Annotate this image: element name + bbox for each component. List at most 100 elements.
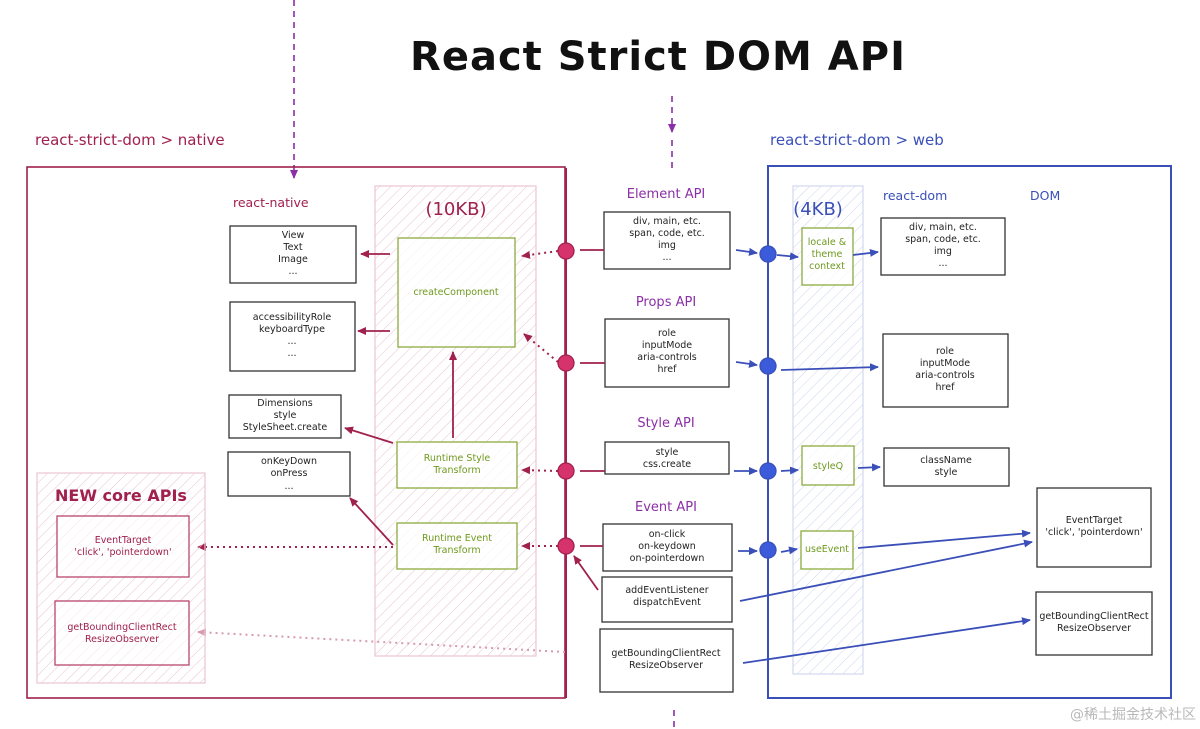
create-component-label: createComponent: [413, 287, 499, 298]
dom-label: DOM: [1030, 188, 1060, 203]
dom-bounding-line: ResizeObserver: [1057, 623, 1131, 634]
native-props-node: [557, 354, 575, 372]
bounding-api-line: getBoundingClientRect: [611, 648, 720, 659]
listener-to-event-target-arrow: [739, 539, 1033, 602]
web-section-label: react-strict-dom > web: [770, 131, 944, 149]
props-api-box: role inputMode aria-controls href: [604, 318, 730, 388]
dom-bounding-line: getBoundingClientRect: [1039, 611, 1148, 622]
rn-components-line: View: [282, 230, 305, 241]
rn-components-line: Image: [278, 254, 308, 265]
new-bounding-box: getBoundingClientRect ResizeObserver: [54, 600, 190, 666]
styleq-box: styleQ: [801, 445, 855, 486]
rn-events-box: onKeyDown onPress ...: [227, 451, 351, 497]
runtime-event-line: Runtime Event: [422, 533, 492, 544]
props-api-line: href: [658, 364, 678, 375]
rn-style-line: StyleSheet.create: [243, 422, 328, 433]
dom-elements-line: span, code, etc.: [905, 234, 981, 245]
native-section-label: react-strict-dom > native: [35, 131, 225, 149]
dom-style-line: className: [920, 455, 972, 466]
rn-style-box: Dimensions style StyleSheet.create: [228, 394, 342, 439]
native-element-node: [557, 242, 575, 260]
style-to-runtime-style-arrow: [521, 466, 559, 475]
event-listener-api-box: addEventListener dispatchEvent: [601, 576, 733, 623]
dom-elements-line: img: [934, 246, 952, 257]
props-api-line: aria-controls: [637, 352, 697, 363]
props-api-line: role: [658, 328, 676, 339]
use-event-to-event-target-arrow: [857, 529, 1031, 549]
listener-api-native-arrow: [573, 555, 599, 591]
event-api-line: on-pointerdown: [630, 553, 705, 564]
web-node-to-locale-arrow: [776, 252, 799, 261]
rn-components-line: ...: [288, 266, 297, 277]
props-to-dom-props-arrow: [780, 363, 879, 372]
dom-event-target-line: EventTarget: [1066, 515, 1123, 526]
rn-props-line: ...: [287, 336, 296, 347]
locale-theme-context-box: locale & theme context: [801, 227, 854, 286]
element-api-line: div, main, etc.: [633, 216, 701, 227]
web-style-node: [759, 462, 777, 480]
event-api-box: on-click on-keydown on-pointerdown: [602, 523, 733, 572]
rn-events-line: onKeyDown: [261, 456, 317, 467]
element-api-web-arrow: [735, 247, 758, 256]
dom-props-line: href: [936, 382, 956, 393]
web-event-node: [759, 541, 777, 559]
web-node-to-use-event-arrow: [780, 546, 798, 555]
locale-to-elements-arrow: [852, 248, 879, 257]
rn-components-box: View Text Image ...: [229, 225, 357, 284]
element-api-box: div, main, etc. span, code, etc. img ...: [603, 211, 731, 270]
styleq-label: styleQ: [813, 461, 843, 472]
props-api-label: Props API: [636, 295, 696, 310]
dom-elements-line: div, main, etc.: [909, 222, 977, 233]
rn-events-line: ...: [284, 481, 293, 492]
dom-props-line: role: [936, 346, 954, 357]
style-api-box: style css.create: [604, 441, 730, 475]
rn-style-line: style: [274, 410, 297, 421]
dom-style-box: className style: [883, 447, 1010, 487]
locale-theme-line: locale &: [808, 237, 847, 248]
runtime-event-line: Transform: [432, 545, 480, 556]
runtime-style-transform-box: Runtime Style Transform: [396, 441, 518, 489]
new-bounding-line: getBoundingClientRect: [67, 622, 176, 633]
dom-elements-box: div, main, etc. span, code, etc. img ...: [880, 217, 1006, 276]
bounding-api-box: getBoundingClientRect ResizeObserver: [599, 628, 734, 693]
dom-props-box: role inputMode aria-controls href: [882, 333, 1009, 408]
dom-bounding-box: getBoundingClientRect ResizeObserver: [1035, 591, 1153, 656]
style-api-line: css.create: [643, 459, 691, 470]
use-event-box: useEvent: [800, 530, 854, 570]
web-props-node: [759, 357, 777, 375]
element-api-line: ...: [662, 252, 671, 263]
rn-events-line: onPress: [271, 468, 308, 479]
props-to-create-component-arrow: [523, 333, 559, 363]
native-style-node: [557, 462, 575, 480]
native-event-node: [557, 537, 575, 555]
styleq-to-classname-arrow: [857, 463, 881, 472]
props-api-web-arrow: [735, 359, 758, 368]
bounding-api-line: ResizeObserver: [629, 660, 703, 671]
runtime-style-line: Transform: [432, 465, 480, 476]
arrow-to-new-bounding: [197, 628, 566, 653]
use-event-label: useEvent: [805, 544, 849, 555]
element-to-create-component-arrow: [521, 250, 559, 259]
web-bundle-size: (4KB): [793, 199, 843, 220]
new-event-target-box: EventTarget 'click', 'pointerdown': [56, 515, 190, 578]
native-bundle-size: (10KB): [425, 199, 486, 220]
create-component-box: createComponent: [397, 237, 516, 348]
new-event-target-line: 'click', 'pointerdown': [74, 547, 171, 558]
dom-props-line: inputMode: [920, 358, 970, 369]
dom-props-line: aria-controls: [915, 370, 975, 381]
arrow-to-rn-style: [344, 426, 394, 444]
event-api-line: on-keydown: [638, 541, 696, 552]
runtime-event-transform-box: Runtime Event Transform: [396, 522, 518, 570]
new-event-target-line: EventTarget: [95, 535, 152, 546]
event-listener-line: addEventListener: [625, 585, 708, 596]
props-api-line: inputMode: [642, 340, 692, 351]
rn-components-line: Text: [282, 242, 302, 253]
react-dom-label: react-dom: [883, 188, 947, 203]
style-api-line: style: [656, 447, 679, 458]
diagram-title: React Strict DOM API: [410, 34, 906, 80]
rn-props-line: keyboardType: [259, 324, 325, 335]
web-node-to-styleq-arrow: [780, 466, 799, 475]
new-bounding-line: ResizeObserver: [85, 634, 159, 645]
dom-event-target-box: EventTarget 'click', 'pointerdown': [1036, 487, 1152, 568]
